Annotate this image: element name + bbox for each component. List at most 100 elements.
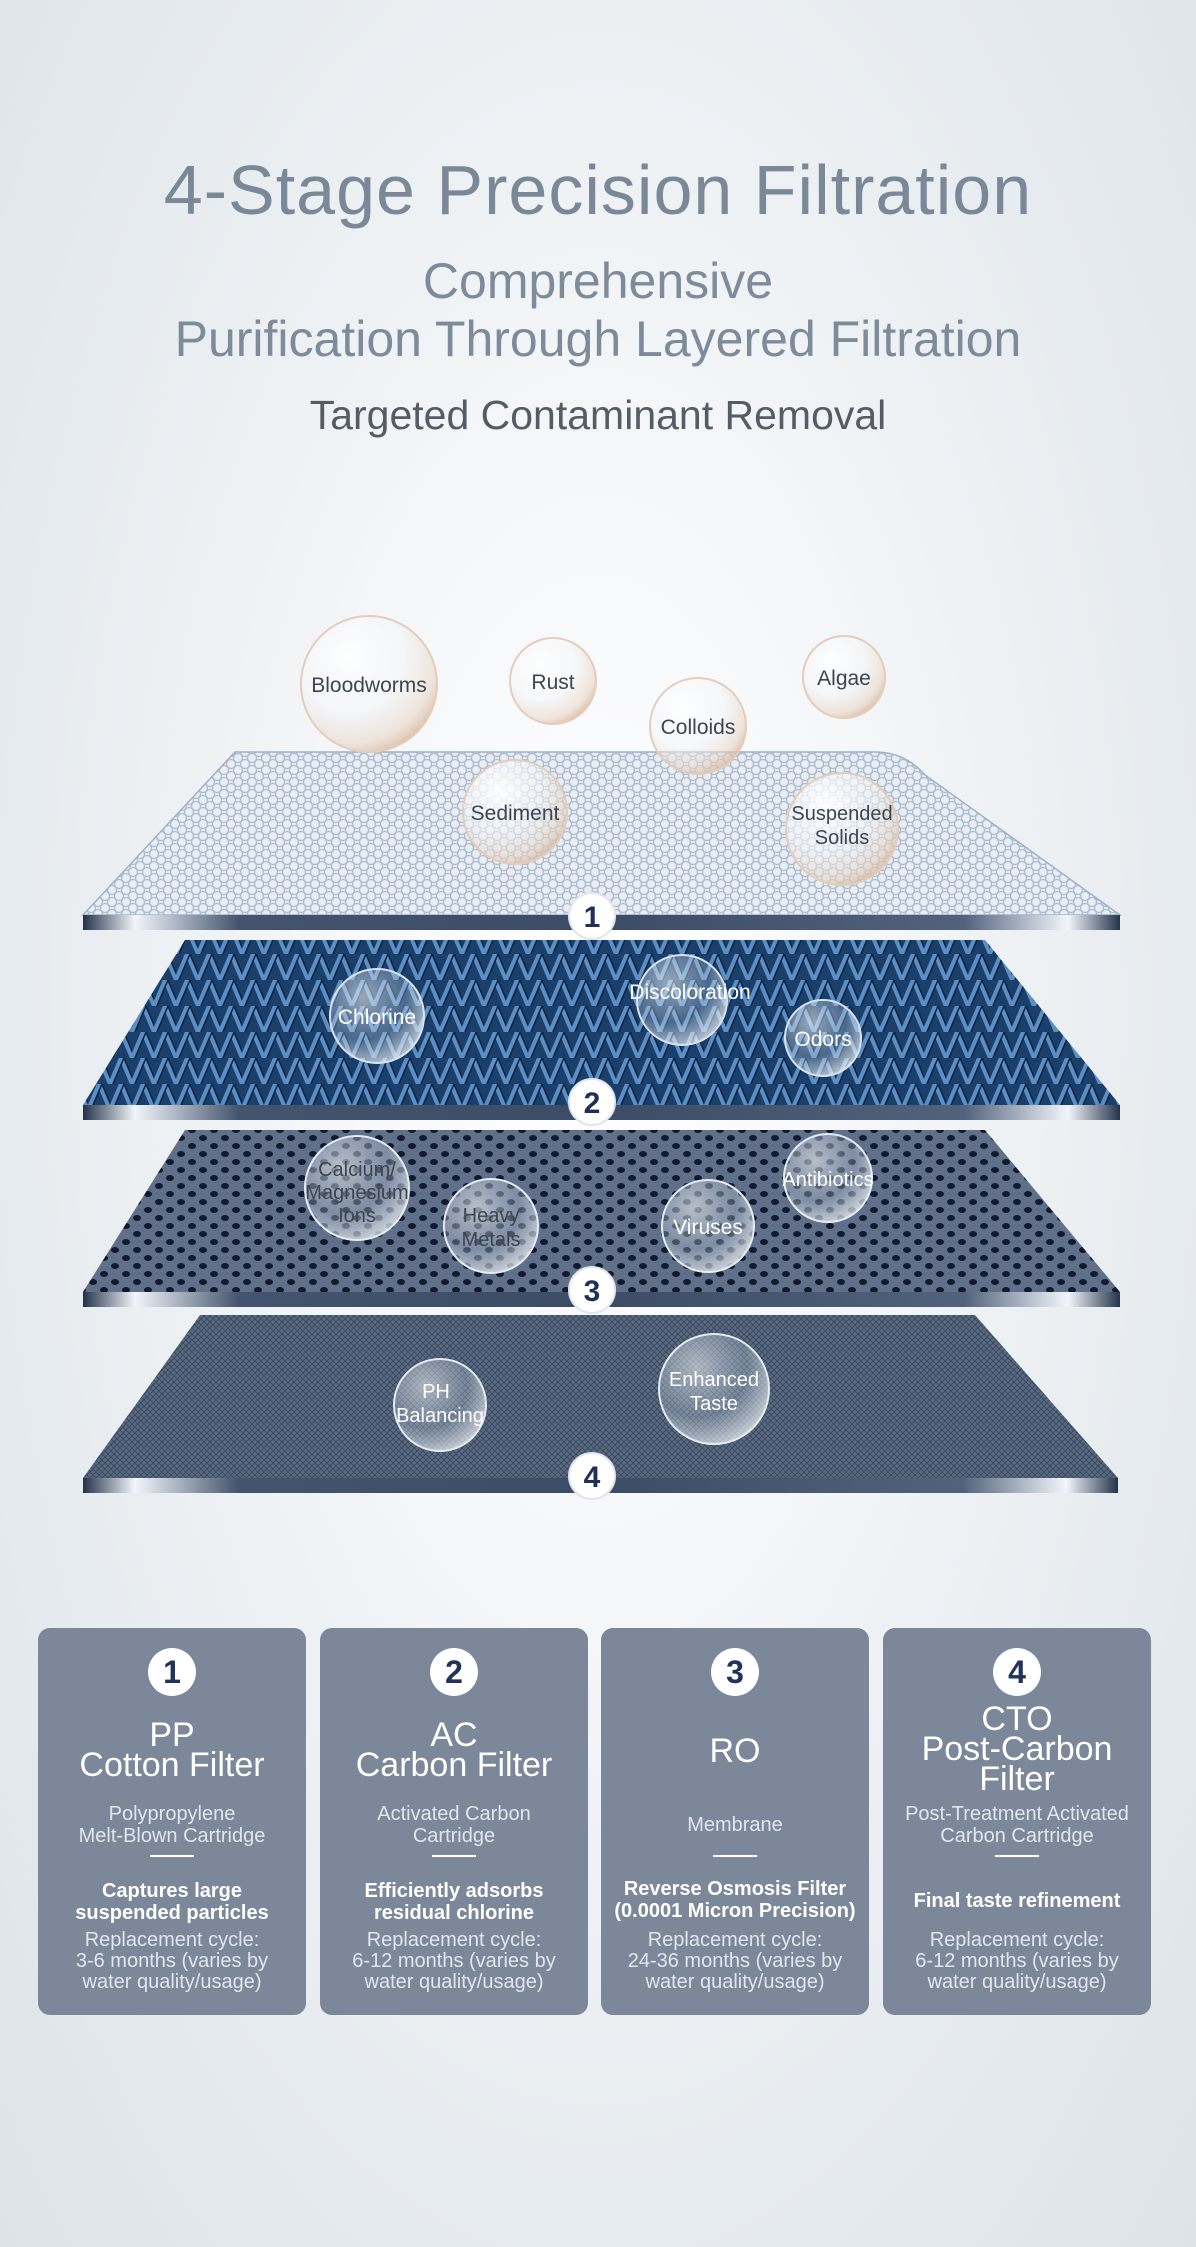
card-number: 4: [993, 1648, 1041, 1696]
card-description: Post-Treatment Activated Carbon Cartridg…: [883, 1803, 1151, 1847]
bubble-chlorine: Chlorine: [329, 968, 425, 1064]
bubble-discoloration: Discoloration: [629, 954, 751, 1046]
layer-number-4: 4: [568, 1452, 616, 1500]
card-divider: [995, 1855, 1039, 1857]
bubble-antibiotics: Antibiotics: [782, 1133, 874, 1223]
svg-text:Colloids: Colloids: [661, 716, 736, 739]
bubble-rust: Rust: [509, 637, 597, 725]
card-cycle-line: Replacement cycle:: [84, 1929, 260, 1951]
card-feature: Efficiently adsorbs residual chlorine: [320, 1880, 588, 1924]
card-desc-line: Membrane: [687, 1814, 783, 1836]
card-feature-line: Efficiently adsorbs: [364, 1880, 544, 1902]
card-filter-name: RO: [601, 1732, 869, 1770]
page-subtitle: Comprehensive Purification Through Layer…: [0, 252, 1196, 368]
calcium-label-1: Calcium/: [318, 1159, 396, 1181]
card-desc-line: Melt-Blown Cartridge: [78, 1825, 266, 1847]
card-name-line: Cotton Filter: [79, 1746, 265, 1784]
card-cycle-line: water quality/usage): [927, 1971, 1107, 1993]
svg-text:Discoloration: Discoloration: [629, 981, 750, 1004]
card-number: 3: [711, 1648, 759, 1696]
card-divider: [432, 1855, 476, 1857]
metals-label-1: Heavy: [463, 1205, 520, 1227]
svg-text:4: 4: [584, 1461, 601, 1494]
svg-text:Antibiotics: Antibiotics: [782, 1169, 873, 1191]
card-feature-line: Final taste refinement: [913, 1890, 1121, 1912]
card-desc-line: Polypropylene: [108, 1803, 236, 1825]
svg-text:Rust: Rust: [531, 671, 574, 694]
svg-text:3: 3: [584, 1275, 601, 1308]
bubble-enhanced-taste: Enhanced Taste: [658, 1333, 770, 1445]
bubble-suspended-solids: Suspended Solids: [785, 772, 899, 886]
card-cycle-line: water quality/usage): [82, 1971, 262, 1993]
card-divider: [150, 1855, 194, 1857]
card-feature-line: Reverse Osmosis Filter: [623, 1878, 847, 1900]
layer-number-3: 3: [568, 1266, 616, 1314]
bubble-colloids: Colloids: [649, 677, 747, 775]
filter-card-1: 1 PP Cotton Filter Polypropylene Melt-Bl…: [38, 1628, 306, 2015]
card-cycle-line: water quality/usage): [645, 1971, 825, 1993]
card-feature-line: (0.0001 Micron Precision): [614, 1900, 856, 1922]
card-description: Activated Carbon Cartridge: [320, 1803, 588, 1847]
card-feature-line: residual chlorine: [373, 1902, 535, 1924]
svg-text:Algae: Algae: [817, 667, 871, 690]
svg-text:1: 1: [584, 901, 601, 934]
card-cycle-line: 3-6 months (varies by: [75, 1950, 269, 1972]
filter-card-3: 3 RO Membrane Reverse Osmosis Filter (0.…: [601, 1628, 869, 2015]
calcium-label-3: Ions: [338, 1205, 376, 1227]
card-replacement-cycle: Replacement cycle: 6-12 months (varies b…: [883, 1930, 1151, 1993]
card-feature-line: suspended particles: [75, 1902, 269, 1924]
tagline: Targeted Contaminant Removal: [309, 392, 887, 438]
card-feature-line: Captures large: [101, 1880, 243, 1902]
card-cycle-line: Replacement cycle:: [366, 1929, 542, 1951]
bubble-sediment: Sediment: [462, 759, 568, 865]
bubble-algae: Algae: [802, 635, 886, 719]
card-cycle-line: Replacement cycle:: [929, 1929, 1105, 1951]
card-replacement-cycle: Replacement cycle: 24-36 months (varies …: [601, 1930, 869, 1993]
bubble-viruses: Viruses: [661, 1179, 755, 1273]
card-desc-line: Cartridge: [412, 1825, 496, 1847]
taste-label-1: Enhanced: [669, 1369, 759, 1391]
svg-text:Sediment: Sediment: [471, 802, 560, 825]
filter-card-2: 2 AC Carbon Filter Activated Carbon Cart…: [320, 1628, 588, 2015]
bubble-odors: Odors: [784, 999, 862, 1077]
svg-text:2: 2: [584, 1087, 601, 1120]
calcium-label-2: Magnesium: [305, 1182, 408, 1204]
svg-text:Chlorine: Chlorine: [338, 1006, 416, 1029]
bubble-ph-balancing: PH Balancing: [393, 1358, 487, 1452]
svg-text:Odors: Odors: [794, 1028, 851, 1051]
card-divider: [713, 1855, 757, 1857]
filter-layers-illustration: 1 2 3 4 Bloodworms Rust Algae Colloids S…: [81, 615, 1123, 1500]
card-feature: Final taste refinement: [883, 1890, 1151, 1912]
svg-text:Bloodworms: Bloodworms: [311, 674, 427, 697]
card-filter-name: CTO Post-Carbon Filter: [883, 1700, 1151, 1796]
card-name-line: Carbon Filter: [355, 1746, 553, 1784]
card-number: 1: [148, 1648, 196, 1696]
card-name-line: AC: [430, 1716, 478, 1754]
card-name-line: PP: [149, 1716, 195, 1754]
bubble-heavy-metals: Heavy Metals: [443, 1178, 539, 1274]
page-title: 4-Stage Precision Filtration: [163, 151, 1033, 229]
bubble-calcium-magnesium-ions: Calcium/ Magnesium Ions: [304, 1135, 410, 1241]
card-desc-line: Carbon Cartridge: [940, 1825, 1094, 1847]
card-filter-name: AC Carbon Filter: [320, 1716, 588, 1784]
subtitle-line-1: Comprehensive: [422, 253, 774, 309]
layer-number-2: 2: [568, 1078, 616, 1126]
ph-label-2: Balancing: [396, 1405, 484, 1427]
card-description: Membrane: [601, 1814, 869, 1836]
card-number: 2: [430, 1648, 478, 1696]
card-cycle-line: 24-36 months (varies by: [627, 1950, 843, 1972]
card-desc-line: Activated Carbon: [377, 1803, 531, 1825]
layer-number-1: 1: [568, 892, 616, 940]
subtitle-line-2: Purification Through Layered Filtration: [174, 311, 1022, 367]
card-cycle-line: Replacement cycle:: [647, 1929, 823, 1951]
card-cycle-line: water quality/usage): [364, 1971, 544, 1993]
card-name-line: CTO: [981, 1700, 1053, 1738]
ph-label-1: PH: [422, 1381, 450, 1403]
card-cycle-line: 6-12 months (varies by: [352, 1950, 556, 1972]
card-replacement-cycle: Replacement cycle: 3-6 months (varies by…: [38, 1930, 306, 1993]
card-name-line: RO: [709, 1732, 761, 1770]
metals-label-2: Metals: [462, 1229, 521, 1251]
svg-text:Viruses: Viruses: [673, 1216, 743, 1239]
filter-card-4: 4 CTO Post-Carbon Filter Post-Treatment …: [883, 1628, 1151, 2015]
bubble-bloodworms: Bloodworms: [300, 615, 438, 753]
